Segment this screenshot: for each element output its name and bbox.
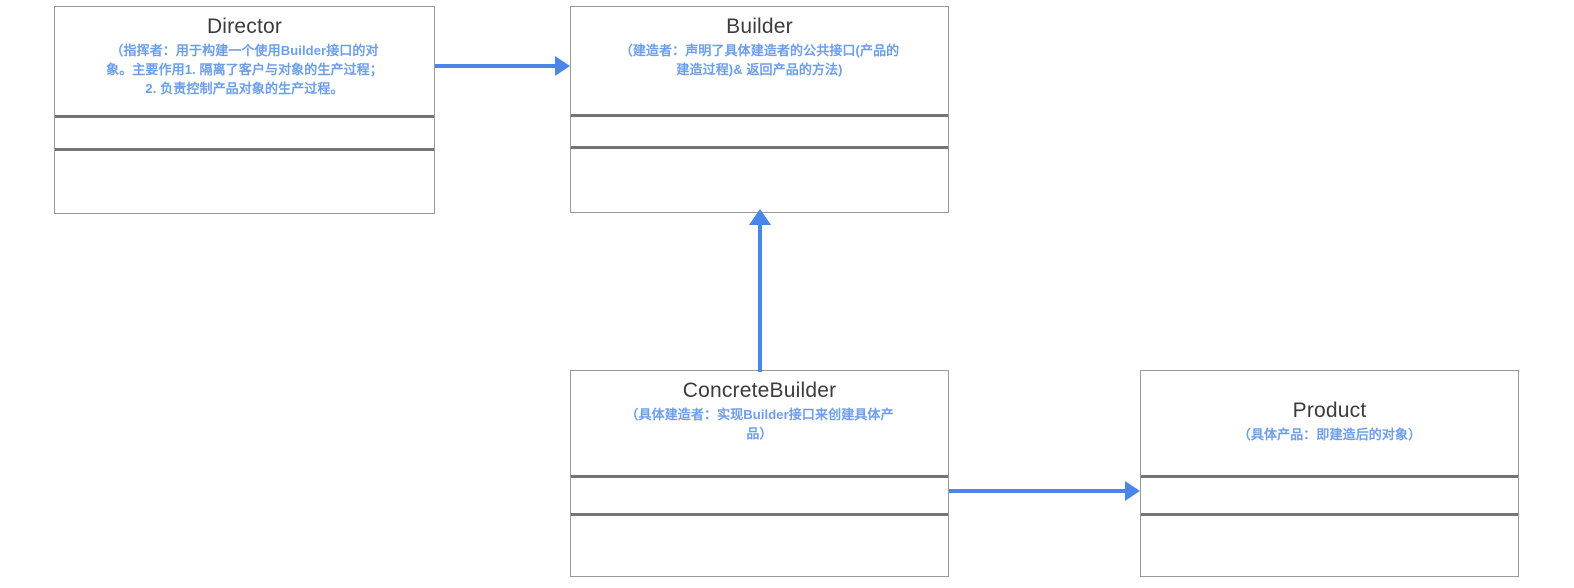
arrowhead-icon [1125, 481, 1140, 501]
uml-class-methods-concrete-builder[interactable] [571, 516, 948, 576]
uml-class-header-concrete-builder: ConcreteBuilder （具体建造者：实现Builder接口来创建具体产… [571, 371, 948, 478]
uml-class-header-director: Director （指挥者：用于构建一个使用Builder接口的对 象。主要作用… [55, 7, 434, 118]
connector-concretebuilder-to-product[interactable] [949, 479, 1141, 503]
uml-class-builder[interactable]: Builder （建造者：声明了具体建造者的公共接口(产品的 建造过程)& 返回… [570, 6, 949, 213]
uml-class-note-builder-line-1: （建造者：声明了具体建造者的公共接口(产品的 [619, 43, 900, 58]
arrowhead-icon [749, 209, 771, 225]
uml-class-note-concrete-builder-line-2: 品） [746, 426, 773, 441]
uml-class-header-builder: Builder （建造者：声明了具体建造者的公共接口(产品的 建造过程)& 返回… [571, 7, 948, 117]
uml-class-note-concrete-builder-line-1: （具体建造者：实现Builder接口来创建具体产 [625, 407, 894, 422]
connector-director-to-builder[interactable] [435, 54, 571, 78]
uml-class-methods-director[interactable] [55, 151, 434, 213]
uml-class-attributes-director[interactable] [55, 118, 434, 151]
uml-class-note-director-line-3: 2. 负责控制产品对象的生产过程。 [145, 81, 344, 96]
uml-class-note-director-line-1: （指挥者：用于构建一个使用Builder接口的对 [110, 43, 379, 58]
uml-class-note-director-line-2: 象。主要作用1. 隔离了客户与对象的生产过程； [106, 62, 383, 77]
uml-class-methods-product[interactable] [1141, 516, 1518, 576]
uml-class-title-concrete-builder: ConcreteBuilder [682, 379, 837, 402]
uml-class-title-builder: Builder [726, 15, 793, 38]
uml-class-attributes-builder[interactable] [571, 117, 948, 149]
arrowhead-icon [555, 56, 570, 76]
uml-class-attributes-product[interactable] [1141, 478, 1518, 516]
uml-class-concrete-builder[interactable]: ConcreteBuilder （具体建造者：实现Builder接口来创建具体产… [570, 370, 949, 577]
uml-class-note-product-line-1: （具体产品：即建造后的对象） [1237, 427, 1422, 442]
uml-class-header-product: Product （具体产品：即建造后的对象） [1141, 371, 1518, 478]
uml-class-director[interactable]: Director （指挥者：用于构建一个使用Builder接口的对 象。主要作用… [54, 6, 435, 214]
uml-class-title-product: Product [1292, 399, 1367, 422]
uml-class-methods-builder[interactable] [571, 149, 948, 212]
uml-class-title-director: Director [206, 15, 283, 38]
uml-class-product[interactable]: Product （具体产品：即建造后的对象） [1140, 370, 1519, 577]
connector-concretebuilder-to-builder[interactable] [748, 209, 772, 372]
uml-class-note-builder-line-2: 建造过程)& 返回产品的方法) [676, 62, 843, 77]
uml-class-attributes-concrete-builder[interactable] [571, 478, 948, 516]
